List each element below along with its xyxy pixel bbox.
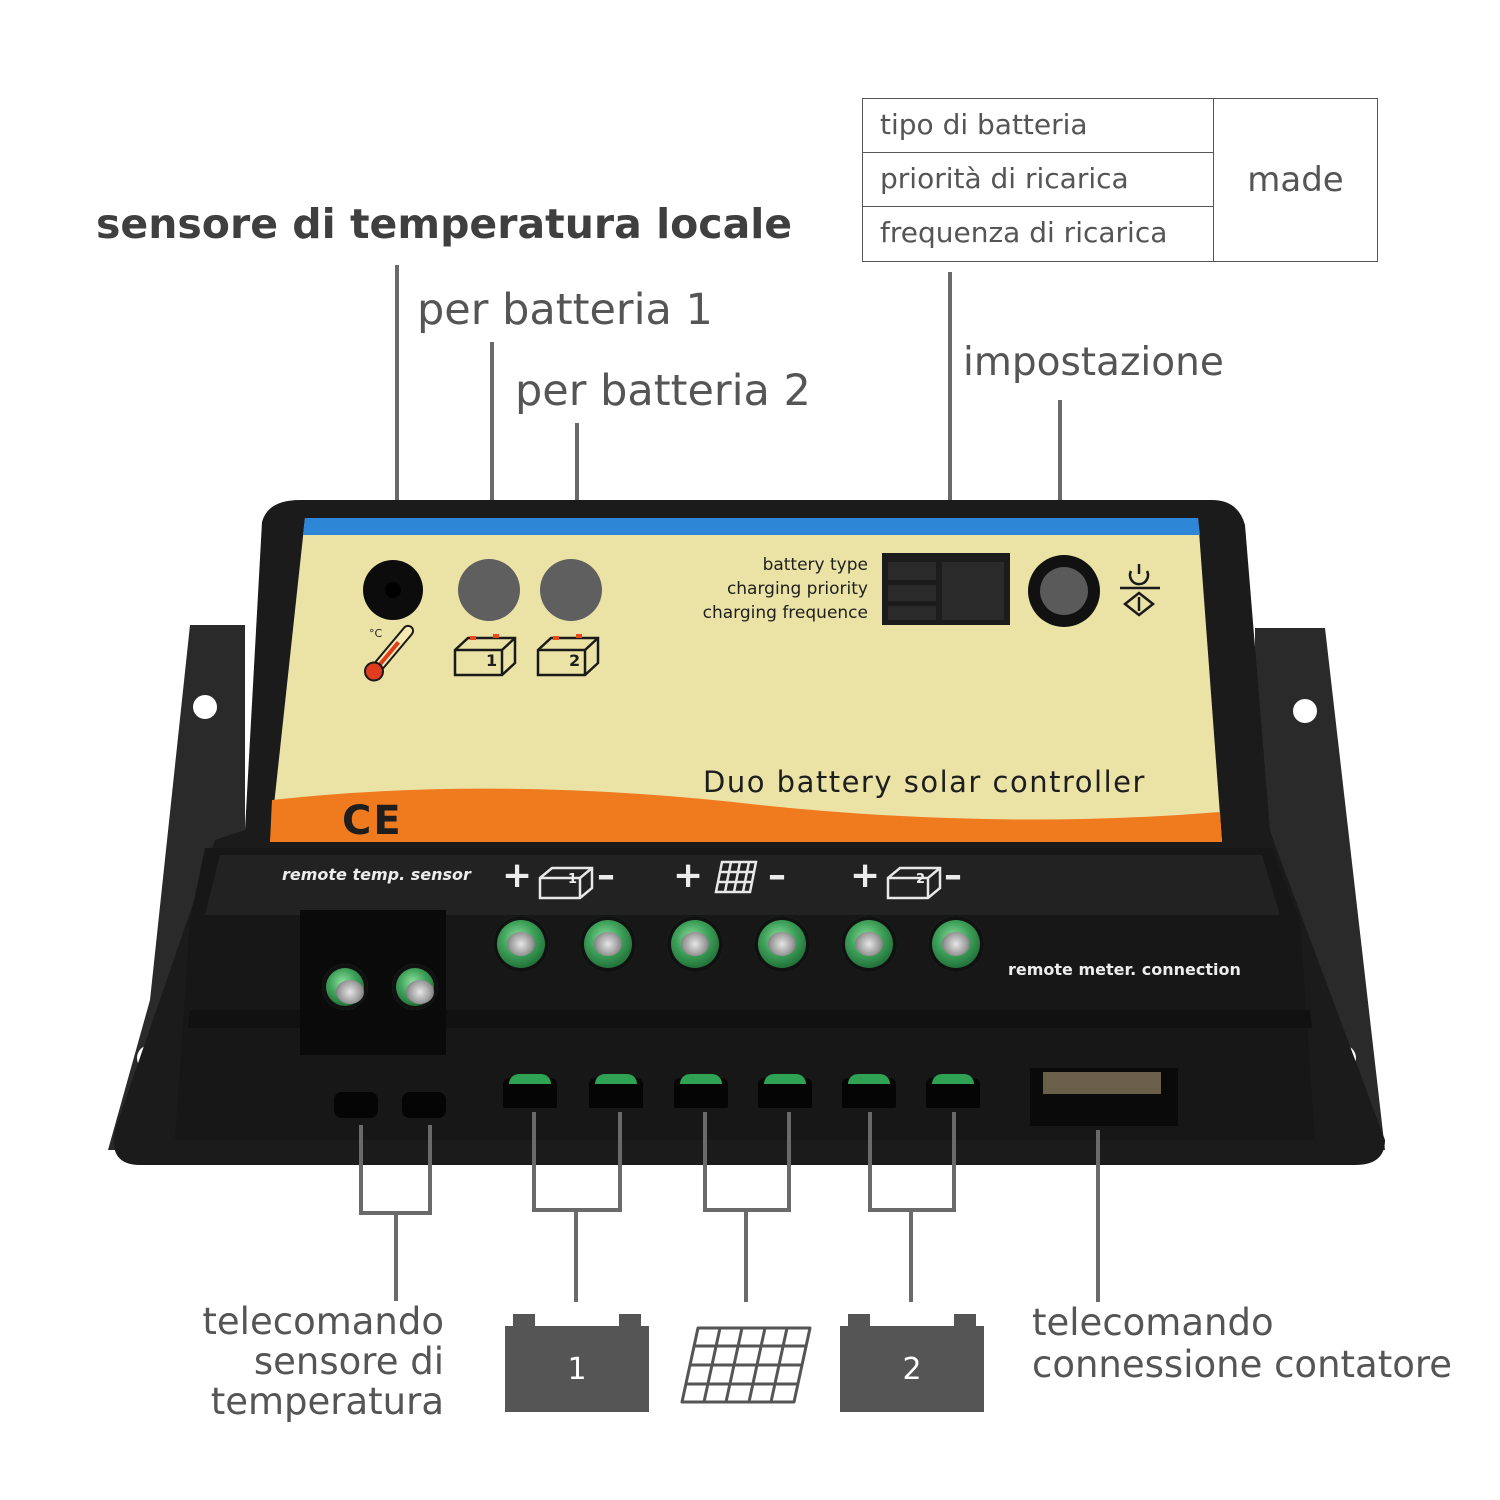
bracket-panel-stem <box>744 1210 748 1302</box>
bracket-battery2-stem <box>909 1210 913 1302</box>
settings-table: tipo di batteria priorità di ricarica fr… <box>862 98 1378 262</box>
settings-row-charging-frequency: frequenza di ricarica <box>880 215 1168 249</box>
battery1-icon: 1 <box>505 1314 649 1412</box>
panel-negative-terminal[interactable] <box>754 916 810 972</box>
battery2-icon-number: 2 <box>902 1352 922 1387</box>
bracket-sensor-stem <box>394 1213 398 1301</box>
remote-temp-label-line1: telecomando <box>202 1300 444 1343</box>
callout-line-setting <box>1058 400 1062 555</box>
battery2-positive-terminal[interactable] <box>841 916 897 972</box>
battery1-negative-slot <box>589 1074 643 1108</box>
callout-line-temp <box>395 265 399 555</box>
callout-line-battery2 <box>575 423 579 554</box>
battery2-label: per batteria 2 <box>515 366 811 416</box>
settings-row-charging-priority: priorità di ricarica <box>863 153 1213 207</box>
ce-mark: CE <box>342 798 403 844</box>
battery2-negative-slot <box>926 1074 980 1108</box>
bracket-sensor-right <box>428 1125 432 1215</box>
battery2-plus: + <box>850 855 881 896</box>
battery1-icon-number: 1 <box>567 1352 587 1387</box>
remote-temp-label-line3: temperatura <box>210 1380 444 1423</box>
setting-label: impostazione <box>963 340 1224 385</box>
remote-temp-label: telecomando sensore di temperatura <box>148 1302 444 1422</box>
remote-meter-label-line2: connessione contatore <box>1032 1343 1453 1386</box>
panel-menu: battery type charging priority charging … <box>698 553 868 625</box>
battery2-icon: 2 <box>840 1314 984 1412</box>
panel-menu-charging-frequence: charging frequence <box>702 603 868 623</box>
remote-temp-label-line2: sensore di <box>253 1340 444 1383</box>
device-title: Duo battery solar controller <box>703 765 1146 799</box>
battery1-minus: – <box>597 855 615 896</box>
battery1-positive-slot <box>503 1074 557 1108</box>
panel-battery2-number: 2 <box>569 651 581 670</box>
remote-sensor-terminal-a[interactable] <box>322 964 368 1010</box>
remote-sensor-slot-b <box>402 1092 446 1118</box>
battery1-negative-terminal[interactable] <box>580 916 636 972</box>
setting-button[interactable] <box>1029 555 1099 625</box>
bracket-panel-left <box>703 1112 707 1212</box>
remote-meter-label-line1: telecomando <box>1032 1301 1274 1344</box>
panel-negative-slot <box>758 1074 812 1108</box>
panel-positive-terminal[interactable] <box>667 916 723 972</box>
battery2-minus: – <box>944 855 962 896</box>
bracket-battery2-right <box>952 1112 956 1212</box>
panel-positive-slot <box>674 1074 728 1108</box>
panel-minus: – <box>768 855 786 896</box>
remote-temp-sensor-text: remote temp. sensor <box>282 865 471 884</box>
terminal-battery2-number: 2 <box>916 872 926 887</box>
callout-line-battery1 <box>490 342 494 554</box>
remote-meter-label: telecomando connessione contatore <box>1032 1302 1452 1386</box>
terminal-battery1-number: 1 <box>568 872 578 887</box>
settings-row-battery-type: tipo di batteria <box>863 99 1213 153</box>
panel-plus: + <box>673 855 704 896</box>
bracket-battery2-left <box>868 1112 872 1212</box>
local-temp-sensor-label: sensore di temperatura locale <box>96 200 793 248</box>
remote-sensor-terminal-b[interactable] <box>392 964 438 1010</box>
bracket-panel-right <box>787 1112 791 1212</box>
panel-battery1-number: 1 <box>486 651 498 670</box>
remote-meter-port[interactable] <box>1035 1070 1175 1125</box>
panel-menu-battery-type: battery type <box>762 555 868 575</box>
panel-menu-charging-priority: charging priority <box>726 579 868 599</box>
battery1-plus: + <box>502 855 533 896</box>
temp-unit: °C <box>369 627 383 640</box>
callout-line-table <box>948 272 952 554</box>
battery1-positive-terminal[interactable] <box>493 916 549 972</box>
settings-value: made <box>1247 160 1344 200</box>
battery1-label: per batteria 1 <box>417 285 713 335</box>
battery2-positive-slot <box>842 1074 896 1108</box>
battery2-negative-terminal[interactable] <box>928 916 984 972</box>
bracket-sensor-left <box>359 1125 363 1215</box>
remote-sensor-slot-a <box>334 1092 378 1118</box>
bracket-battery1-stem <box>574 1210 578 1302</box>
bracket-battery1-left <box>532 1112 536 1212</box>
bracket-battery1-right <box>618 1112 622 1212</box>
solar-panel-icon <box>680 1326 812 1404</box>
bracket-meter-stem <box>1096 1130 1100 1302</box>
remote-meter-text: remote meter. connection <box>1008 960 1241 979</box>
